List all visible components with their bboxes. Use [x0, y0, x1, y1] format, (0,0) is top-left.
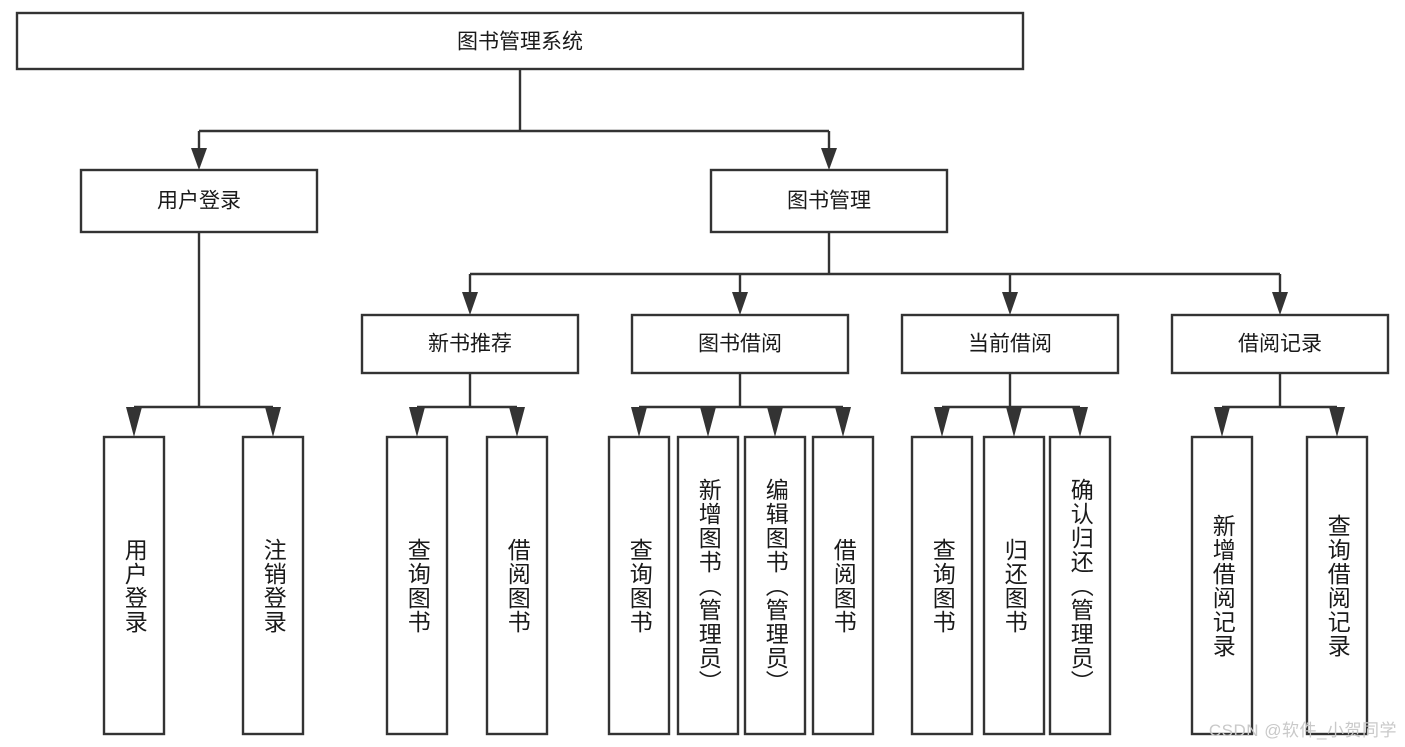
arrow-head-book-borrow	[732, 292, 748, 315]
arrow-head-user-login	[191, 148, 207, 170]
arrow-head-leaf-query-book-current	[934, 407, 950, 437]
node-leaf-borrow-book-box[interactable]	[811, 435, 875, 736]
arrow-head-leaf-borrow-book	[835, 407, 851, 437]
node-new-book-recommend[interactable]: 新书推荐	[360, 313, 580, 375]
node-leaf-logout-box[interactable]	[241, 435, 305, 736]
arrow-head-leaf-query-borrow-record	[1329, 407, 1345, 437]
node-leaf-edit-book-box[interactable]	[743, 435, 807, 736]
connectors	[126, 69, 1345, 437]
node-borrow-record-label: 借阅记录	[1238, 333, 1322, 356]
node-leaf-user-login-box[interactable]	[102, 435, 166, 736]
node-leaf-borrow-book-recommend-box[interactable]	[485, 435, 549, 736]
node-user-login[interactable]: 用户登录	[79, 168, 319, 234]
node-root-label: 图书管理系统	[457, 31, 583, 54]
leaf-boxes	[102, 435, 1369, 736]
arrow-head-leaf-borrow-book-recommend	[509, 407, 525, 437]
node-borrow-record-box[interactable]	[1170, 313, 1390, 375]
arrow-head-leaf-edit-book	[767, 407, 783, 437]
node-leaf-query-book-recommend-box[interactable]	[385, 435, 449, 736]
node-book-borrow-box[interactable]	[630, 313, 850, 375]
node-book-borrow[interactable]: 图书借阅	[630, 313, 850, 375]
node-leaf-add-book-box[interactable]	[676, 435, 740, 736]
node-new-book-recommend-box[interactable]	[360, 313, 580, 375]
node-user-login-label: 用户登录	[157, 190, 241, 213]
node-leaf-confirm-return-box[interactable]	[1048, 435, 1112, 736]
node-current-borrow-label: 当前借阅	[968, 333, 1052, 356]
node-root[interactable]: 图书管理系统	[15, 11, 1025, 71]
arrow-head-leaf-query-book-recommend	[409, 407, 425, 437]
node-current-borrow[interactable]: 当前借阅	[900, 313, 1120, 375]
arrow-head-leaf-user-login	[126, 407, 142, 437]
node-leaf-query-book-current-box[interactable]	[910, 435, 974, 736]
node-book-management-box[interactable]	[709, 168, 949, 234]
arrow-head-leaf-add-book	[700, 407, 716, 437]
arrow-head-leaf-add-borrow-record	[1214, 407, 1230, 437]
node-leaf-query-borrow-record-box[interactable]	[1305, 435, 1369, 736]
node-leaf-add-borrow-record-box[interactable]	[1190, 435, 1254, 736]
node-user-login-box[interactable]	[79, 168, 319, 234]
node-book-management[interactable]: 图书管理	[709, 168, 949, 234]
arrow-head-borrow-record	[1272, 292, 1288, 315]
arrow-head-leaf-query-book-borrow	[631, 407, 647, 437]
node-root-box[interactable]	[15, 11, 1025, 71]
arrow-head-leaf-logout	[265, 407, 281, 437]
node-new-book-recommend-label: 新书推荐	[428, 333, 512, 356]
node-borrow-record[interactable]: 借阅记录	[1170, 313, 1390, 375]
arrow-head-current-borrow	[1002, 292, 1018, 315]
arrow-head-leaf-confirm-return	[1072, 407, 1088, 437]
node-leaf-return-book-box[interactable]	[982, 435, 1046, 736]
node-book-management-label: 图书管理	[787, 190, 871, 213]
node-current-borrow-box[interactable]	[900, 313, 1120, 375]
node-book-borrow-label: 图书借阅	[698, 333, 782, 356]
csdn-watermark: CSDN @软件_小贺同学	[1208, 721, 1397, 740]
arrow-head-book-management	[821, 148, 837, 170]
node-leaf-query-book-borrow-box[interactable]	[607, 435, 671, 736]
arrow-head-new-book-recommend	[462, 292, 478, 315]
arrow-head-leaf-return-book	[1006, 407, 1022, 437]
